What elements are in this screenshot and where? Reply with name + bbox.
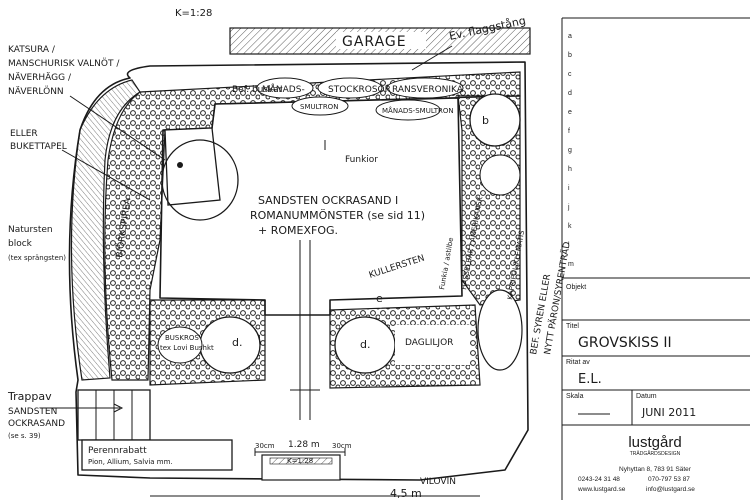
company-phone-1: 0243-24 31 48 bbox=[578, 476, 620, 483]
manhats-label: MÅNADS- bbox=[262, 83, 305, 95]
company-address: Nyhyttan 8, 783 91 Säter bbox=[619, 466, 692, 473]
datum-label: Datum bbox=[636, 393, 657, 400]
letter-a: a bbox=[568, 33, 572, 40]
syren-shrub bbox=[477, 289, 523, 371]
letter-j: j bbox=[567, 204, 570, 211]
ransveronika-bed bbox=[386, 77, 464, 99]
e-mark: e bbox=[376, 292, 383, 305]
perenn-line-1: Perennrabatt bbox=[88, 446, 147, 456]
trappa-line-4: (se s. 39) bbox=[8, 432, 41, 440]
dim-128: 1.28 m bbox=[288, 440, 320, 450]
natursten-line-1: Natursten bbox=[8, 225, 53, 235]
katsura-line-4: NÄVERLÖNN bbox=[8, 86, 64, 97]
ritat-value: E.L. bbox=[578, 372, 602, 387]
scale-note: K=1:28 bbox=[175, 8, 212, 19]
company-logo-text: lustgård bbox=[628, 434, 681, 451]
titel-label: Titel bbox=[566, 323, 579, 330]
lower-right-d: d. bbox=[360, 338, 370, 351]
right-top-shrub bbox=[469, 93, 521, 147]
letter-l: l bbox=[568, 242, 570, 249]
manads-smultron-bed bbox=[375, 99, 441, 121]
kullersten-label: KULLERSTEN bbox=[368, 253, 426, 280]
letter-e: e bbox=[568, 109, 572, 116]
bottom-dimension-label: 4,5 m bbox=[390, 487, 422, 500]
letter-d: d bbox=[568, 90, 572, 97]
revision-letter-column: a b c d e f g h i j k l m bbox=[567, 33, 574, 268]
vilovin-label: VILOVIN bbox=[420, 477, 456, 487]
garden-outer-boundary bbox=[68, 61, 529, 481]
stairs-block bbox=[40, 389, 151, 441]
flagpole-leader bbox=[411, 45, 453, 71]
natural-stone-band bbox=[70, 79, 141, 381]
eller-leader bbox=[61, 149, 151, 201]
katsura-tree-trunk bbox=[177, 162, 183, 168]
sandsten-line-1: SANDSTEN OCKRASAND I bbox=[258, 194, 398, 207]
stockrosor-label: STOCKROSOR bbox=[328, 85, 391, 95]
bef-buskar-label: Bef. buskar bbox=[232, 85, 283, 95]
katsura-tree-crown bbox=[161, 139, 239, 221]
smultron-label: SMULTRON bbox=[300, 103, 338, 111]
katsura-line-1: KATSURA / bbox=[8, 45, 56, 55]
letter-g: g bbox=[568, 147, 572, 154]
trappa-line-3: OCKRASAND bbox=[8, 419, 65, 429]
hedge-pebble-band bbox=[104, 71, 521, 381]
letter-h: h bbox=[568, 166, 572, 173]
garage-label: GARAGE bbox=[342, 34, 407, 50]
company-email: info@lustgard.se bbox=[646, 486, 695, 493]
smultron-bed bbox=[291, 96, 349, 116]
letter-c: c bbox=[568, 71, 572, 78]
daglilja-area bbox=[395, 325, 470, 365]
natursten-line-3: (tex sprängsten) bbox=[8, 254, 66, 262]
lower-left-d: d. bbox=[232, 336, 242, 349]
trappa-line-1: Trappav bbox=[7, 390, 52, 403]
garage: GARAGE bbox=[229, 27, 531, 55]
manads-bed bbox=[256, 77, 314, 99]
company-subtitle: TRÄDGÅRDSDESIGN bbox=[630, 450, 681, 457]
katsura-line-2: MANSCHURISK VALNÖT / bbox=[8, 58, 120, 69]
title-block-frame bbox=[561, 17, 750, 500]
eller-line-2: BUKETTAPEL bbox=[10, 142, 67, 152]
trappa-line-2: SANDSTEN bbox=[8, 407, 57, 417]
letter-b: b bbox=[568, 52, 572, 59]
titel-value: GROVSKISS II bbox=[578, 335, 672, 351]
dim-k: K=1:28 bbox=[287, 457, 313, 465]
letter-i: i bbox=[568, 185, 570, 192]
katsura-bed bbox=[164, 127, 221, 206]
buskros-line-1: BUSKROS bbox=[165, 334, 199, 342]
perennial-bed-box bbox=[81, 439, 233, 471]
manads-smultron-label: MÅNADS-SMULTRON bbox=[382, 106, 454, 115]
company-phone-2: 070-797 53 87 bbox=[648, 476, 690, 483]
daglilja-label: DAGLILJOR bbox=[405, 338, 453, 348]
katsura-leader bbox=[69, 95, 166, 161]
buskros-bed bbox=[157, 326, 203, 364]
eller-line-1: ELLER bbox=[10, 129, 38, 139]
dim-30-left: 30cm bbox=[255, 442, 275, 450]
sandsten-line-2: ROMANUMMÖNSTER (se sid 11) bbox=[250, 209, 425, 222]
sandsten-line-3: + ROMEXFOG. bbox=[258, 224, 338, 237]
ritat-label: Ritat av bbox=[566, 359, 590, 366]
funkia-astilbe-label: Funkia / astilbe bbox=[438, 237, 455, 291]
perenn-line-2: Pion, Allium, Salvia mm. bbox=[88, 458, 173, 466]
right-b-mark: b bbox=[482, 114, 489, 127]
ransveronika-label: RANSVERONIKA bbox=[392, 85, 464, 95]
funkior-label: Funkior bbox=[345, 155, 378, 165]
letter-f: f bbox=[568, 128, 570, 135]
right-mid-shrub bbox=[479, 154, 521, 196]
letter-m: m bbox=[568, 261, 574, 268]
skala-label: Skala bbox=[566, 393, 584, 400]
objekt-label: Objekt bbox=[566, 284, 586, 291]
dim-30-right: 30cm bbox=[332, 442, 352, 450]
right-pebble-band bbox=[457, 95, 521, 306]
stockrosor-bed bbox=[317, 77, 383, 99]
katsura-line-3: NÄVERHÄGG / bbox=[8, 72, 72, 83]
company-block: lustgård TRÄDGÅRDSDESIGN Nyhyttan 8, 783… bbox=[577, 434, 695, 493]
entrance-dimension bbox=[254, 448, 346, 481]
natursten-line-2: block bbox=[8, 239, 33, 249]
buskros-line-2: tex Lovi Bushkt bbox=[160, 344, 214, 352]
letter-k: k bbox=[568, 223, 572, 230]
datum-value: JUNI 2011 bbox=[641, 406, 696, 419]
company-web: www.lustgard.se bbox=[577, 486, 626, 493]
